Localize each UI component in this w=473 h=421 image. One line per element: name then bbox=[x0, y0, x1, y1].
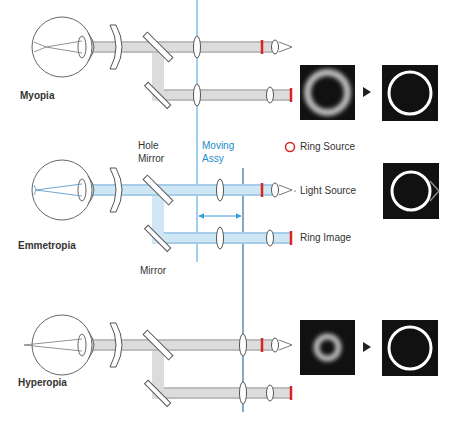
part-label: Emmetropia bbox=[18, 240, 98, 253]
ring-image-view bbox=[300, 65, 438, 121]
ring-source-icon bbox=[286, 143, 295, 152]
optical-row bbox=[24, 315, 292, 406]
part-label: Mirror bbox=[140, 265, 200, 278]
part-label: Light Source bbox=[300, 185, 380, 198]
part-label: Hyperopia bbox=[18, 377, 98, 390]
part-label: Ring Source bbox=[300, 141, 380, 154]
part-label: Moving Assy bbox=[202, 140, 240, 165]
optical-row bbox=[32, 17, 292, 108]
ring-image-view bbox=[300, 320, 438, 376]
part-label: Ring Image bbox=[300, 232, 380, 245]
leader-lines bbox=[294, 191, 296, 192]
optical-row bbox=[32, 160, 292, 251]
part-label: Hole Mirror bbox=[138, 140, 180, 165]
ring-image-view bbox=[383, 163, 439, 219]
part-label: Myopia bbox=[20, 90, 80, 103]
